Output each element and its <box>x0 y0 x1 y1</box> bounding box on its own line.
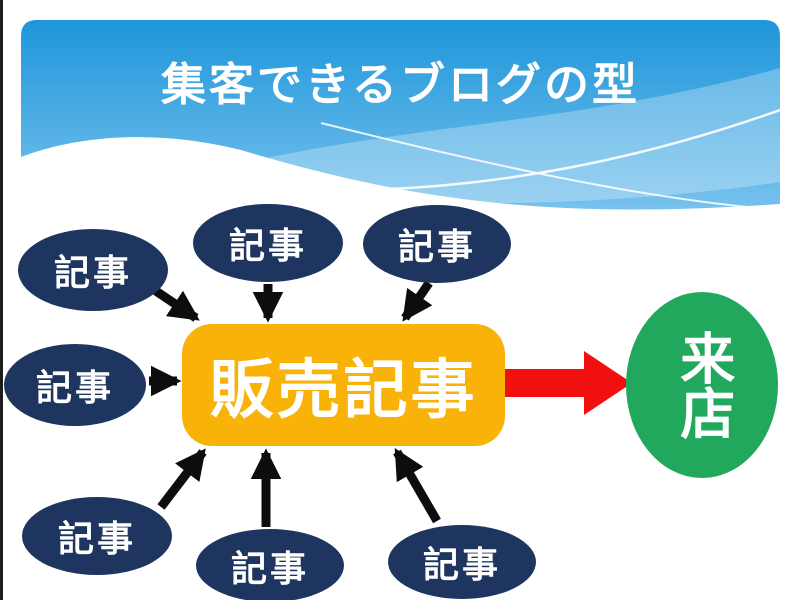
slide-title: 集客できるブログの型 <box>160 60 641 110</box>
article-label: 記事 <box>35 368 114 408</box>
article-node-top-right: 記事 <box>363 205 511 283</box>
article-label: 記事 <box>422 545 501 585</box>
article-label: 記事 <box>57 519 136 559</box>
connector-bottom-left <box>157 448 207 510</box>
article-label: 記事 <box>230 548 309 589</box>
article-node-bottom-right: 記事 <box>388 525 536 599</box>
article-node-top-left: 記事 <box>18 229 168 311</box>
article-node-top-middle: 記事 <box>193 204 343 282</box>
connector-top-left <box>147 283 200 322</box>
banner-wave-graphic <box>21 20 780 220</box>
article-node-mid-left: 記事 <box>4 344 146 426</box>
connector-bottom-right <box>393 448 441 524</box>
banner-white-wave <box>21 137 780 220</box>
window-left-border <box>0 0 3 600</box>
store-visit-node: 来店 <box>626 292 778 478</box>
article-node-bottom-left: 記事 <box>22 497 172 575</box>
sales-article-label: 販売記事 <box>209 355 478 426</box>
title-banner: 集客できるブログの型 <box>21 20 780 220</box>
article-label: 記事 <box>53 253 132 293</box>
article-node-bottom-middle: 記事 <box>196 529 344 600</box>
banner-light-wave <box>161 68 780 204</box>
result-arrow <box>504 351 632 415</box>
sales-article-node: 販売記事 <box>182 324 505 446</box>
article-label: 記事 <box>228 226 307 266</box>
connector-top-right <box>401 280 433 322</box>
store-visit-label: 来店 <box>671 330 733 440</box>
banner-thin-line-2 <box>320 122 780 211</box>
article-label: 記事 <box>397 227 476 267</box>
